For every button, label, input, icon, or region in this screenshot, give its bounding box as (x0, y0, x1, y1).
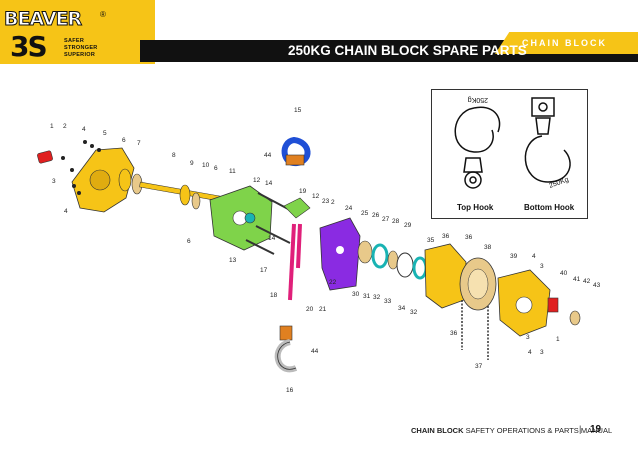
part-label: 1 (50, 123, 54, 130)
fasteners-left (61, 140, 101, 195)
part-label: 36 (465, 234, 473, 241)
part-label: 17 (260, 267, 268, 274)
part-label: 18 (270, 292, 278, 299)
part-label: 36 (450, 330, 458, 337)
right-cover (497, 269, 581, 337)
part-label: 15 (294, 107, 302, 114)
section-label: CHAIN BLOCK (522, 38, 607, 48)
part-label: 43 (593, 282, 601, 289)
part-label: 12 (253, 177, 261, 184)
part-label: 6 (187, 238, 191, 245)
part-number-labels: 1 2 3 4 4 5 6 7 8 9 10 6 11 12 14 13 14 … (50, 107, 601, 394)
part-label: 30 (352, 291, 360, 298)
part-label: 20 (306, 306, 314, 313)
top-hook-drawing: 250Kg (454, 96, 501, 189)
top-hook-stamp: 250Kg (468, 96, 488, 103)
part-label: 42 (583, 278, 591, 285)
part-label: 32 (373, 294, 381, 301)
part-label: 4 (82, 126, 86, 133)
part-label: 14 (268, 235, 276, 242)
part-label: 22 (329, 279, 337, 286)
part-label: 28 (392, 218, 400, 225)
part-label: 3 (526, 334, 530, 341)
part-label: 27 (382, 216, 390, 223)
part-label: 10 (202, 162, 210, 169)
hand-wheel-housing (424, 243, 497, 311)
hand-chain (461, 300, 489, 360)
part-label: 41 (573, 276, 581, 283)
part-label: 39 (510, 253, 518, 260)
hook-inset: 250Kg 250Kg Top Hook Bottom Hook (431, 89, 588, 219)
part-label: 5 (103, 130, 107, 137)
part-label: 37 (475, 363, 483, 370)
part-label: 29 (404, 222, 412, 229)
gear-shaft-assembly (118, 168, 230, 210)
bottom-hook-drawing: 250Kg (524, 97, 571, 190)
part-label: 24 (345, 205, 353, 212)
part-label: 31 (363, 293, 371, 300)
page-number: 19 (590, 424, 602, 435)
brand-tagline-3: SUPERIOR (64, 52, 96, 58)
brand-tagline-2: STRONGER (64, 45, 98, 51)
part-label: 32 (410, 309, 418, 316)
part-label: 16 (286, 387, 294, 394)
part-label: 34 (398, 305, 406, 312)
registered-mark: ® (100, 10, 106, 19)
footer-separator: | (579, 424, 582, 434)
top-hook-label: Top Hook (457, 203, 494, 212)
bottom-hook-stamp: 250Kg (548, 176, 570, 190)
hook-drawings: 250Kg 250Kg (454, 96, 571, 190)
guide-rods (245, 192, 291, 255)
brand-name: BEAVER (3, 8, 82, 31)
part-label: 21 (319, 306, 327, 313)
part-label: 8 (172, 152, 176, 159)
part-label: 14 (265, 180, 273, 187)
part-label: 33 (384, 298, 392, 305)
part-label: 23 (322, 198, 330, 205)
part-label: 13 (229, 257, 237, 264)
part-label: 19 (299, 188, 307, 195)
part-label: 2 (63, 123, 67, 130)
purple-side-plate (319, 217, 361, 291)
part-label: 11 (229, 168, 236, 175)
part-label: 44 (311, 348, 319, 355)
exploded-parts-diagram: 1 2 3 4 4 5 6 7 8 9 10 6 11 12 14 13 14 … (37, 107, 601, 394)
brand-tagline-1: SAFER (64, 38, 85, 44)
footer-product: CHAIN BLOCK (411, 426, 464, 435)
footer-text: CHAIN BLOCK SAFETY OPERATIONS & PARTS MA… (411, 426, 612, 435)
hook-bracket (283, 197, 311, 219)
top-hook (281, 136, 311, 166)
part-label: 4 (64, 208, 68, 215)
part-label: 12 (312, 193, 320, 200)
page-title: 250KG CHAIN BLOCK SPARE PARTS (288, 43, 527, 58)
part-label: 1 (556, 336, 560, 343)
part-label: 38 (484, 244, 492, 251)
green-side-plate (209, 185, 273, 251)
part-label: 35 (427, 237, 435, 244)
washer-stack (357, 240, 428, 280)
part-label: 4 (532, 253, 536, 260)
part-label: 26 (372, 212, 380, 219)
brand-mark: 3S (10, 30, 48, 63)
section-tab (495, 32, 638, 54)
part-label: 9 (190, 160, 194, 167)
part-label: 3 (540, 349, 544, 356)
header: BEAVER ® 3S SAFER STRONGER SUPERIOR CHAI… (0, 0, 638, 64)
load-chain (288, 223, 302, 301)
bottom-hook-label: Bottom Hook (524, 203, 575, 212)
part-label: 7 (137, 140, 141, 147)
part-label: 25 (361, 210, 369, 217)
part-label: 3 (540, 263, 544, 270)
footer-manual: SAFETY OPERATIONS & PARTS MANUAL (463, 426, 613, 435)
part-label: 40 (560, 270, 568, 277)
brand-logo: BEAVER ® 3S SAFER STRONGER SUPERIOR (0, 0, 155, 64)
part-label: 3 (52, 178, 56, 185)
part-label: 36 (442, 233, 450, 240)
part-label: 6 (214, 165, 218, 172)
bottom-hook (274, 325, 298, 373)
part-label: 44 (264, 152, 272, 159)
part-label: 6 (122, 137, 126, 144)
part-label: 4 (528, 349, 532, 356)
part-label: 2 (331, 199, 335, 206)
